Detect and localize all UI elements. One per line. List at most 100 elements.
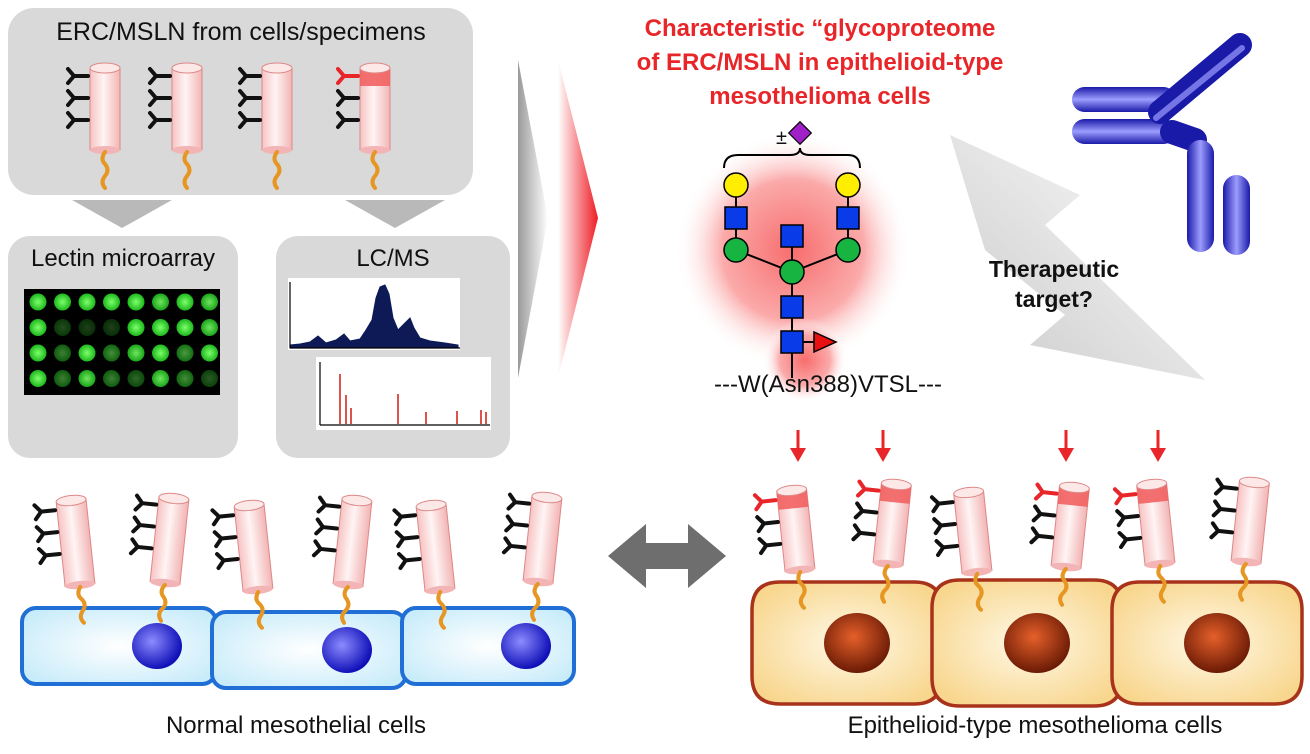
normal-nucleus <box>132 623 182 669</box>
glycan-icon <box>755 515 780 534</box>
normal-cell <box>210 610 408 690</box>
glycan-icon <box>238 89 262 107</box>
glycan-icon <box>66 67 90 85</box>
glycan-icon <box>128 537 154 556</box>
lectin-spot <box>152 293 169 311</box>
glycan-icon <box>1115 509 1140 528</box>
glycoproteome-title-line1: Characteristic “glycoproteome <box>645 15 996 42</box>
glycan-icon <box>34 525 60 544</box>
glycan-icon <box>210 508 236 527</box>
lectin-spot <box>54 319 71 336</box>
glycan-icon <box>506 492 532 511</box>
glycan-icon <box>238 111 262 129</box>
plusminus-symbol: ± <box>776 127 787 149</box>
lectin-spot <box>201 370 218 387</box>
glycoprotein <box>392 499 456 630</box>
glycan-icon <box>1213 477 1239 496</box>
lectin-spot <box>201 344 218 362</box>
glycan-icon <box>238 67 262 85</box>
glycoprotein-highlighted <box>1029 481 1090 607</box>
double-arrow-icon <box>608 524 726 588</box>
red-target-arrows <box>790 430 1166 462</box>
glycoprotein <box>32 494 96 625</box>
chevron-red <box>558 60 598 378</box>
n-glycan-structure: ± <box>723 120 861 378</box>
lectin-panel-title: Lectin microarray <box>31 245 215 272</box>
glycan-icon <box>1029 526 1055 545</box>
caption-tumor: Epithelioid-type mesothelioma cells <box>848 712 1223 739</box>
tumor-nucleus <box>1184 613 1250 673</box>
lectin-spot <box>152 344 169 362</box>
lectin-spot <box>54 344 71 362</box>
lectin-spot <box>78 344 96 362</box>
glycan-icon <box>394 530 420 549</box>
glycan-icon <box>133 493 159 512</box>
lectin-spot <box>103 370 120 387</box>
normal-nucleus <box>322 627 372 673</box>
glycan-icon <box>148 89 172 107</box>
down-arrow-to-lectin <box>72 200 172 228</box>
chromatogram-peaks <box>289 284 459 349</box>
tumor-nucleus <box>1004 613 1070 673</box>
glycan-icon <box>336 89 360 107</box>
tumor-nucleus <box>824 613 890 673</box>
peptide-sequence: ---W(Asn388)VTSL--- <box>714 371 942 398</box>
glycan-icon <box>37 547 62 566</box>
glycan-icon <box>855 479 881 498</box>
glycoprotein <box>210 499 274 630</box>
glycan-icon <box>932 517 957 536</box>
normal-nucleus <box>501 623 551 669</box>
lectin-spot <box>201 293 218 311</box>
lcms-panel-title: LC/MS <box>356 245 429 272</box>
glycan-icon <box>131 515 156 534</box>
glycoprotein <box>311 494 373 625</box>
lectin-spot <box>176 319 194 336</box>
glycan-icon <box>397 552 422 571</box>
glycan-icon <box>314 517 339 536</box>
chevron-gray <box>518 60 548 378</box>
glycoprotein <box>128 492 190 623</box>
glycan-icon <box>316 495 342 514</box>
lectin-spot <box>152 319 169 336</box>
glycan-icon <box>929 495 955 514</box>
glycan-icon <box>1031 504 1057 523</box>
lectin-spot <box>127 370 145 387</box>
glycan-icon <box>311 539 337 558</box>
lectin-spot <box>54 370 71 387</box>
lectin-spot <box>78 370 96 387</box>
lectin-spot <box>54 293 71 311</box>
glycoprotein-highlighted <box>851 478 912 604</box>
glycan-icon <box>212 530 238 549</box>
glycoprotein <box>148 62 203 190</box>
therapeutic-arrow <box>950 135 1205 380</box>
lectin-spots <box>29 293 218 387</box>
lectin-spot <box>29 319 47 336</box>
lectin-spot <box>103 319 120 336</box>
glycoprotein-highlighted <box>752 484 816 610</box>
lectin-spot <box>176 344 194 362</box>
lectin-spot <box>201 319 218 336</box>
specimen-molecules <box>66 62 391 190</box>
glycan-icon <box>504 514 529 533</box>
glycoprotein <box>929 486 993 612</box>
lectin-spot <box>127 293 145 311</box>
glycan-icon <box>851 523 877 542</box>
therapeutic-line1: Therapeutic <box>989 256 1120 282</box>
glycan-icon <box>1033 482 1059 501</box>
glycan-icon <box>336 67 360 85</box>
glycan-icon <box>1211 499 1237 518</box>
specimen-panel-title: ERC/MSLN from cells/specimens <box>56 18 426 46</box>
antibody-icon <box>1072 33 1252 255</box>
glycan-icon <box>1209 521 1235 540</box>
normal-cell <box>20 606 218 686</box>
mass-spectrum-box <box>316 357 491 430</box>
lectin-spot <box>176 370 194 387</box>
glycan-icon <box>934 539 960 557</box>
glycan-icon <box>66 111 90 129</box>
glycan-icon <box>32 503 58 522</box>
glycan-icon <box>392 508 418 527</box>
lectin-spot <box>103 293 120 311</box>
glycan-icon <box>1117 531 1143 549</box>
lectin-spot <box>127 319 145 336</box>
